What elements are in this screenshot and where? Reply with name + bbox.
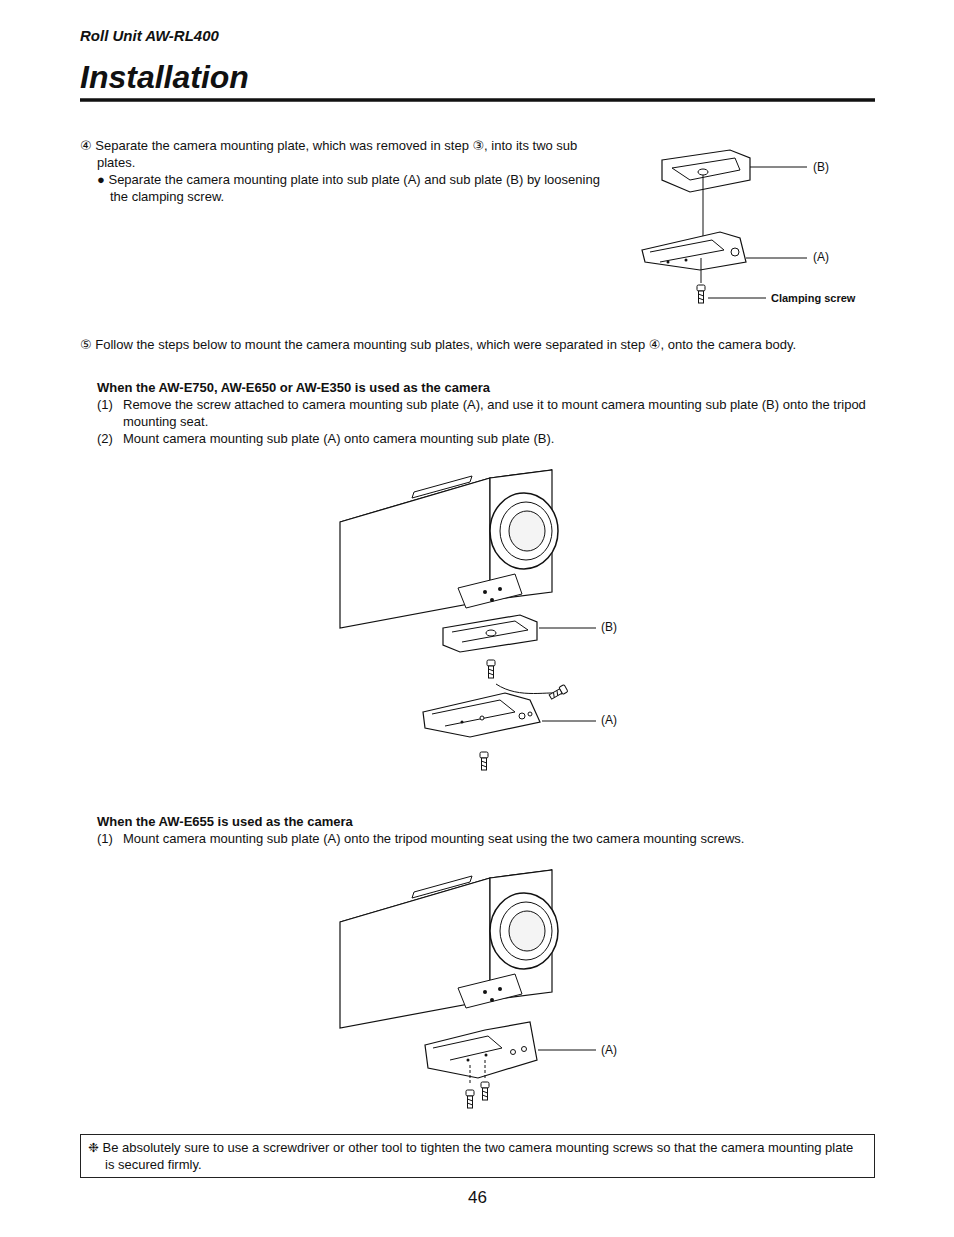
part-label: (B)	[812, 160, 830, 175]
part-label: (A)	[812, 250, 830, 265]
running-header: Roll Unit AW-RL400	[80, 27, 219, 44]
item-text: Remove the screw attached to camera moun…	[123, 396, 873, 430]
item-text: Mount camera mounting sub plate (A) onto…	[123, 830, 873, 847]
part-label: (B)	[600, 620, 618, 635]
step-text: ⑤ Follow the steps below to mount the ca…	[80, 336, 897, 353]
sub-heading: When the AW-E750, AW-E650 or AW-E350 is …	[97, 379, 490, 396]
step-text: ④ Separate the camera mounting plate, wh…	[80, 137, 617, 171]
item-number: (1)	[97, 396, 113, 413]
note-text: ❉ Be absolutely sure to use a screwdrive…	[105, 1139, 866, 1173]
bullet-text: ● Separate the camera mounting plate int…	[97, 171, 610, 205]
item-number: (2)	[97, 430, 113, 447]
part-label: (A)	[600, 1043, 618, 1058]
part-label: (A)	[600, 713, 618, 728]
note-box: ❉ Be absolutely sure to use a screwdrive…	[80, 1134, 875, 1178]
item-text: Mount camera mounting sub plate (A) onto…	[123, 430, 873, 447]
item-number: (1)	[97, 830, 113, 847]
part-label: Clamping screw	[771, 291, 855, 305]
page-number: 46	[468, 1188, 487, 1208]
page-title: Installation	[80, 58, 249, 96]
sub-heading: When the AW-E655 is used as the camera	[97, 813, 353, 830]
